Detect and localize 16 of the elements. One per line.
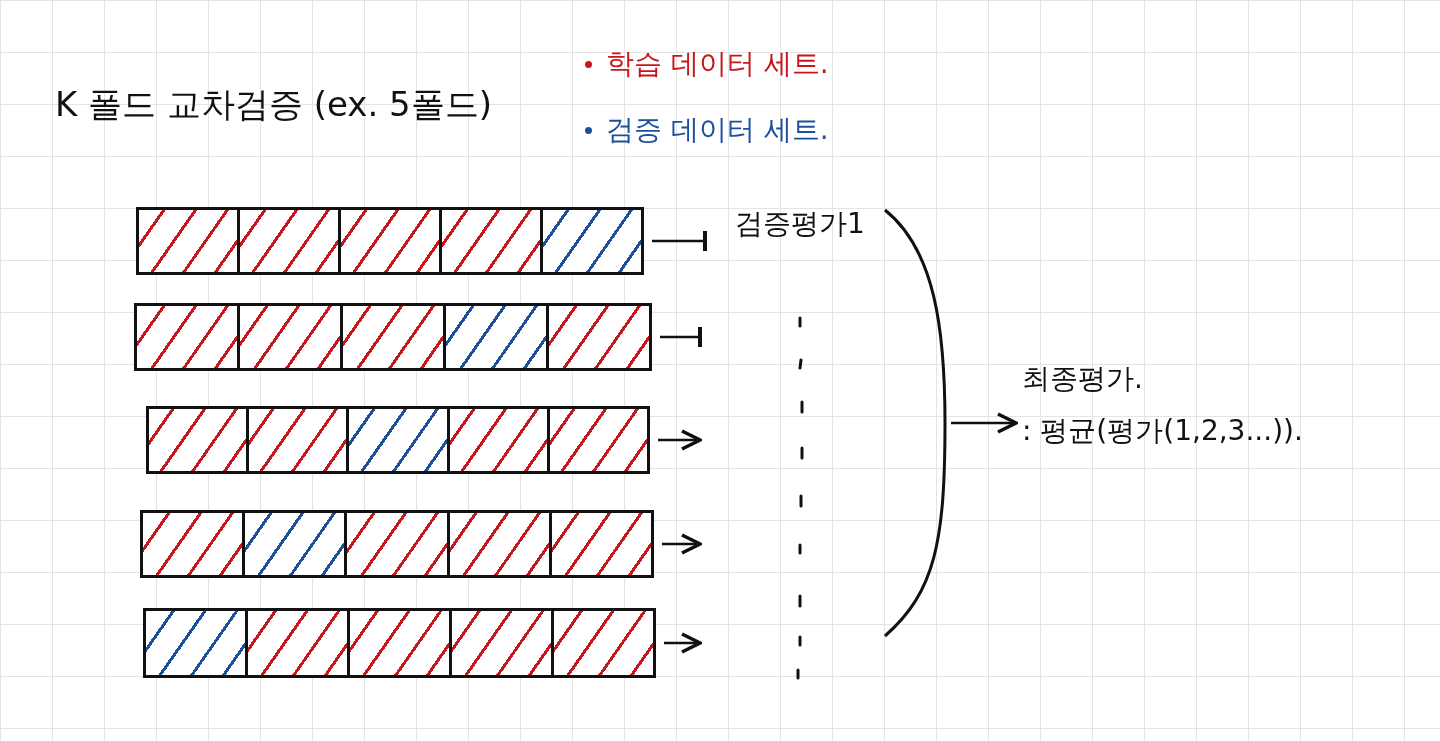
title: K 폴드 교차검증 (ex. 5폴드) <box>55 83 492 126</box>
arrow <box>662 533 702 555</box>
arrow <box>658 429 702 451</box>
fold-bar <box>134 303 652 371</box>
fold-bar <box>140 510 654 578</box>
node-text: : 평균(평가(1,2,3...)). <box>1022 413 1303 449</box>
fold-bar <box>136 207 644 275</box>
arrow <box>951 412 1018 434</box>
fold-bar <box>146 406 650 474</box>
legend-text: 검증 데이터 세트. <box>606 112 829 148</box>
legend-text: 학습 데이터 세트. <box>606 46 829 82</box>
arrow <box>664 632 702 654</box>
fold-bar <box>143 608 656 678</box>
node-text: 검증평가1 <box>735 206 865 242</box>
node-text: 최종평가. <box>1022 361 1144 397</box>
bracket <box>883 208 947 638</box>
